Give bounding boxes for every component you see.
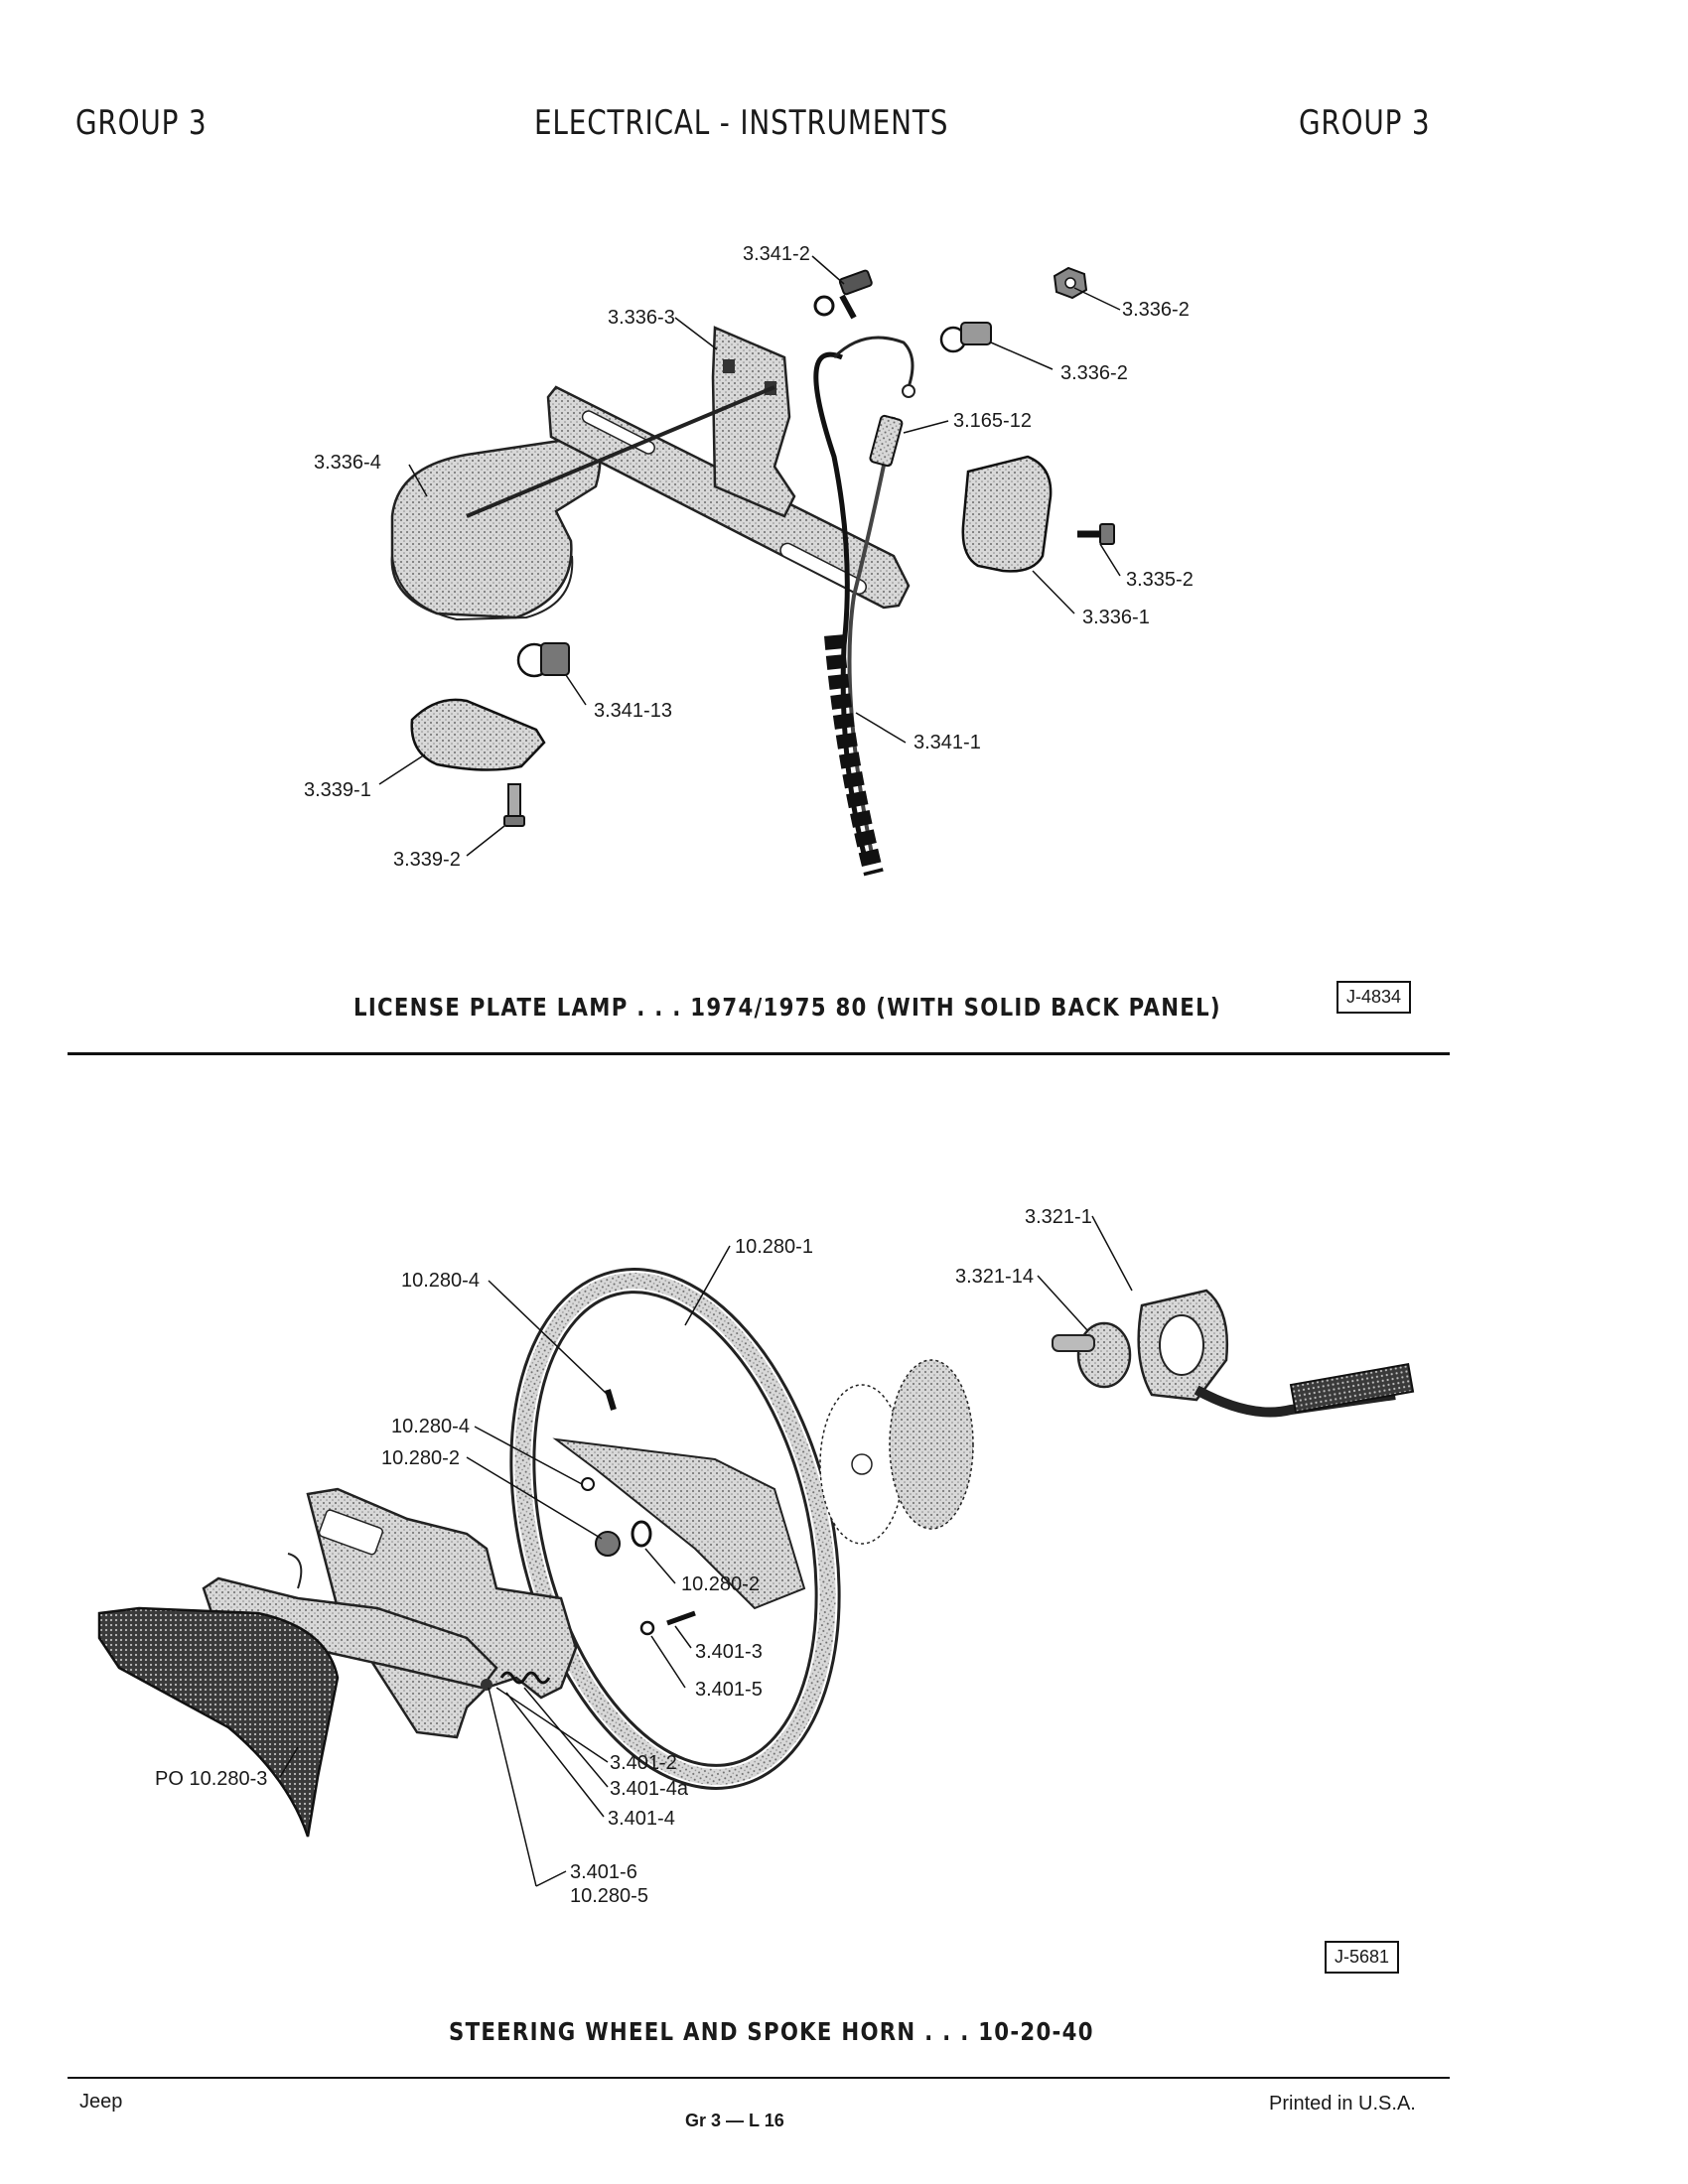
socket-3336-2 bbox=[939, 322, 992, 353]
label-10280-5: 10.280-5 bbox=[570, 1885, 648, 1907]
label-10280-2-right: 10.280-2 bbox=[681, 1573, 760, 1595]
horn-switch-assembly bbox=[1137, 1289, 1415, 1418]
steering-wheel bbox=[509, 1268, 841, 1790]
header-title: ELECTRICAL - INSTRUMENTS bbox=[534, 103, 949, 143]
spoke-back-plate bbox=[306, 1487, 578, 1739]
bulb-3341-13 bbox=[516, 642, 570, 678]
lens-3336-1 bbox=[961, 455, 1053, 573]
figure1-code: J-4834 bbox=[1336, 981, 1412, 1014]
label-3341-2: 3.341-2 bbox=[743, 243, 810, 265]
label-3401-4a: 3.401-4a bbox=[610, 1778, 689, 1800]
footer-brand: Jeep bbox=[79, 2091, 123, 2113]
section-divider bbox=[68, 1052, 1450, 1055]
screw-3401-3 bbox=[666, 1610, 696, 1626]
figure2-code: J-5681 bbox=[1325, 1941, 1400, 1974]
label-3321-1: 3.321-1 bbox=[1025, 1206, 1092, 1228]
footer-divider bbox=[68, 2077, 1450, 2079]
screw-3341-2 bbox=[813, 269, 873, 320]
nut-10280-2 bbox=[595, 1531, 621, 1557]
label-3165-12: 3.165-12 bbox=[953, 410, 1032, 432]
connector-3165-12 bbox=[869, 414, 904, 468]
label-3336-1: 3.336-1 bbox=[1082, 607, 1150, 628]
label-3336-4: 3.336-4 bbox=[314, 452, 381, 474]
label-po-10280-3: PO 10.280-3 bbox=[155, 1768, 267, 1790]
figure2-caption: STEERING WHEEL AND SPOKE HORN . . . 10-2… bbox=[449, 2017, 1094, 2046]
label-3401-2: 3.401-2 bbox=[610, 1752, 677, 1774]
screw-10280-4 bbox=[605, 1389, 617, 1411]
label-3339-2: 3.339-2 bbox=[393, 849, 461, 871]
label-10280-4-mid: 10.280-4 bbox=[391, 1416, 470, 1437]
label-10280-4-top: 10.280-4 bbox=[401, 1270, 480, 1292]
label-3321-14: 3.321-14 bbox=[955, 1266, 1034, 1288]
label-3336-2-nut: 3.336-2 bbox=[1122, 299, 1190, 321]
figure1-caption: LICENSE PLATE LAMP . . . 1974/1975 80 (W… bbox=[353, 993, 1221, 1022]
mounting-bracket bbox=[546, 326, 911, 610]
washer-10280-4 bbox=[581, 1477, 595, 1491]
label-3336-2-socket: 3.336-2 bbox=[1060, 362, 1128, 384]
lamp-housing bbox=[390, 435, 602, 621]
wiring-harness bbox=[813, 336, 915, 877]
lens-cover-3339-1 bbox=[410, 698, 546, 771]
footer-page-number: Gr 3 — L 16 bbox=[685, 2111, 784, 2130]
contact-3321-14 bbox=[1052, 1321, 1132, 1389]
label-3336-3: 3.336-3 bbox=[608, 307, 675, 329]
spoke-cover-10280-3 bbox=[97, 1606, 340, 1838]
label-3341-1: 3.341-1 bbox=[914, 732, 981, 753]
label-3339-1: 3.339-1 bbox=[304, 779, 371, 801]
header-group-right: GROUP 3 bbox=[1299, 103, 1431, 143]
label-3401-4: 3.401-4 bbox=[608, 1808, 675, 1830]
label-10280-1: 10.280-1 bbox=[735, 1236, 813, 1258]
header-group-left: GROUP 3 bbox=[75, 103, 208, 143]
screw-3339-2 bbox=[503, 783, 525, 827]
label-3401-3: 3.401-3 bbox=[695, 1641, 763, 1663]
washer-10280-2 bbox=[631, 1520, 652, 1548]
spring-3401-4 bbox=[499, 1671, 551, 1685]
hub-discs bbox=[819, 1359, 974, 1545]
footer-printed: Printed in U.S.A. bbox=[1269, 2093, 1416, 2115]
label-3401-6: 3.401-6 bbox=[570, 1861, 637, 1883]
washer-3401-5 bbox=[639, 1620, 655, 1636]
label-3401-5: 3.401-5 bbox=[695, 1679, 763, 1701]
label-10280-2-left: 10.280-2 bbox=[381, 1447, 460, 1469]
label-3341-13: 3.341-13 bbox=[594, 700, 672, 722]
label-3335-2: 3.335-2 bbox=[1126, 569, 1194, 591]
